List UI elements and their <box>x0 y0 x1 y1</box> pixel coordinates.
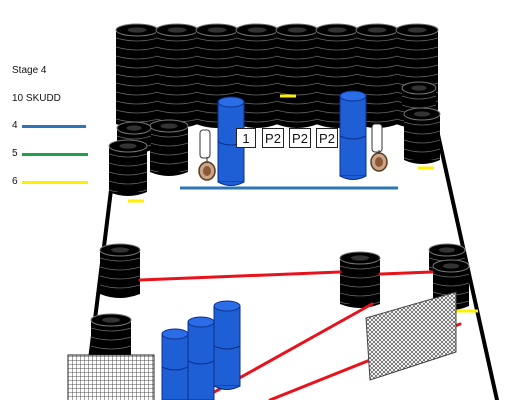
paper-target-p2: P2 <box>289 128 311 148</box>
legend-label-4: 4 <box>12 120 18 131</box>
paper-target-partial: 1 <box>236 128 256 148</box>
tire-stack <box>149 119 189 176</box>
legend-label-5: 5 <box>12 148 18 159</box>
legend-swatch-6 <box>22 181 88 184</box>
tire-stack <box>275 23 319 128</box>
legend-label-6: 6 <box>12 176 18 187</box>
paper-target-p2: P2 <box>316 128 338 148</box>
stage-title: Stage 4 <box>12 65 47 76</box>
tire-stack <box>155 23 199 128</box>
barrel <box>187 316 215 400</box>
tire-stack <box>90 313 132 364</box>
field-tire-stacks <box>90 81 470 364</box>
tire-stack <box>235 23 279 128</box>
barrel <box>161 328 189 400</box>
tire-stack <box>99 243 141 298</box>
tire-stack <box>339 251 381 308</box>
barrel <box>339 90 367 180</box>
tire-stack <box>115 23 159 128</box>
shot-count: 10 SKUDD <box>12 93 61 104</box>
back-wall-tires <box>115 23 439 128</box>
popper-right <box>370 123 388 172</box>
grid-panel-left <box>67 354 155 400</box>
tire-stack <box>355 23 399 128</box>
barrels <box>161 90 367 400</box>
legend-swatch-4 <box>22 125 86 128</box>
tire-stack <box>315 23 359 128</box>
popper-left <box>198 129 216 181</box>
barrel <box>213 300 241 390</box>
paper-target-p2: P2 <box>262 128 284 148</box>
tire-stack <box>403 107 441 164</box>
legend-swatch-5 <box>22 153 88 156</box>
mesh-panel-right <box>365 291 457 381</box>
tire-stack <box>108 139 148 196</box>
